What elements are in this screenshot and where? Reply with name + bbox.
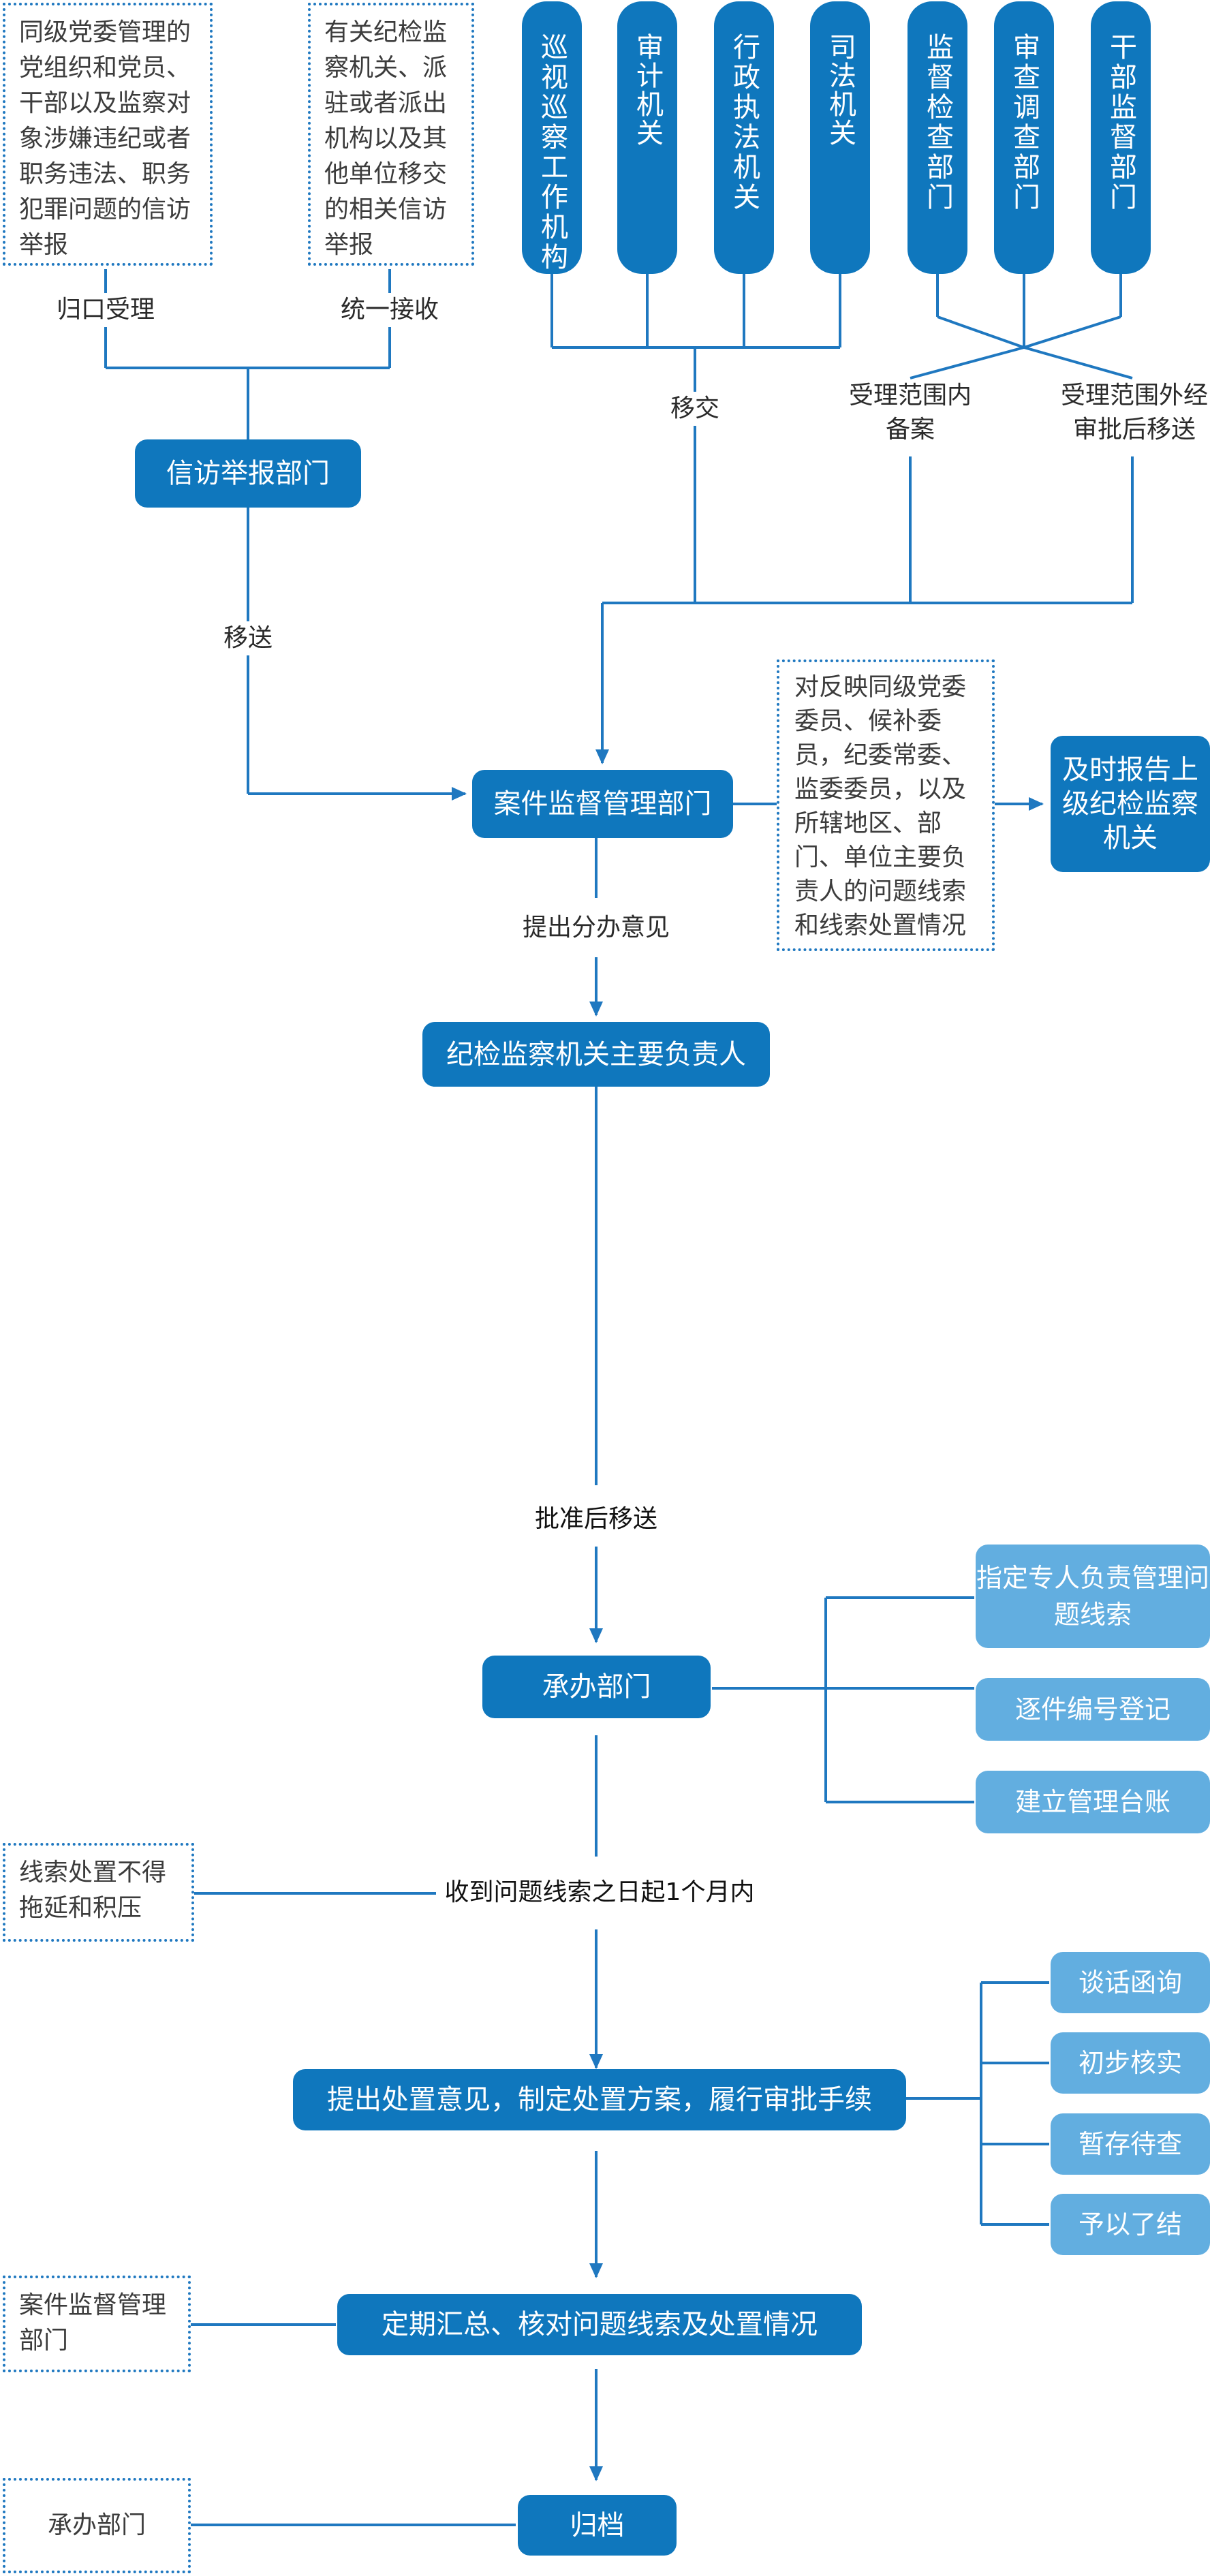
- box-propose-disposal-plan: 提出处置意见，制定处置方案，履行审批手续: [293, 2069, 906, 2130]
- label-out-scope-transfer: 受理范围外经审批后移送: [1060, 382, 1208, 444]
- box-periodic-summary: 定期汇总、核对问题线索及处置情况: [337, 2294, 862, 2355]
- label-transfer-hand: 移交: [661, 392, 729, 426]
- box-preliminary-verification: 初步核实: [1051, 2032, 1210, 2094]
- box-supervision-check-dept: 监督检查部门: [908, 1, 967, 274]
- label-unified-receive: 统一接收: [332, 293, 448, 327]
- label-send: 移送: [214, 621, 282, 655]
- box-archive: 归档: [518, 2495, 677, 2556]
- label-in-scope-record: 受理范围内备案: [848, 382, 972, 444]
- note-no-delay: 线索处置不得拖延和积压: [3, 1843, 194, 1942]
- note-undertaking-side: 承办部门: [3, 2478, 191, 2573]
- box-number-register: 逐件编号登记: [976, 1678, 1210, 1741]
- label-approve-send: 批准后移送: [521, 1502, 671, 1536]
- box-case-supervision-dept: 案件监督管理部门: [472, 770, 733, 838]
- box-petition-report-dept: 信访举报部门: [135, 439, 361, 508]
- box-assign-person: 指定专人负责管理问题线索: [976, 1545, 1210, 1648]
- box-review-investigation-dept: 审查调查部门: [994, 1, 1054, 274]
- source-note-transferred-reports: 有关纪检监察机关、派驻或者派出机构以及其他单位移交的相关信访举报: [308, 3, 474, 266]
- box-undertaking-dept: 承办部门: [482, 1656, 711, 1718]
- source-note-party-members: 同级党委管理的党组织和党员、干部以及监察对象涉嫌违纪或者职务违法、职务犯罪问题的…: [3, 3, 213, 266]
- label-within-one-month: 收到问题线索之日起1个月内: [436, 1876, 763, 1910]
- box-talk-inquiry: 谈话函询: [1051, 1952, 1210, 2013]
- box-main-leader: 纪检监察机关主要负责人: [422, 1022, 770, 1087]
- box-audit-authority: 审计机关: [617, 1, 677, 274]
- box-cadre-supervision-dept: 干部监督部门: [1091, 1, 1151, 274]
- box-management-ledger: 建立管理台账: [976, 1771, 1210, 1833]
- box-judicial-authority: 司法机关: [810, 1, 870, 274]
- note-case-supervision-side: 案件监督管理部门: [3, 2276, 191, 2372]
- label-centralized-accept: 归口受理: [48, 293, 164, 327]
- label-propose-allocation: 提出分办意见: [508, 911, 685, 945]
- box-close-case: 予以了结: [1051, 2194, 1210, 2255]
- box-admin-law-enforcement: 行政执法机关: [714, 1, 774, 274]
- note-report-conditions: 对反映同级党委委员、候补委员，纪委常委、监委委员，以及所辖地区、部门、单位主要负…: [777, 659, 995, 951]
- box-report-superior-authority: 及时报告上级纪检监察机关: [1051, 736, 1210, 872]
- box-inspection-agency: 巡视巡察工作机构: [522, 1, 582, 274]
- box-hold-pending: 暂存待查: [1051, 2113, 1210, 2175]
